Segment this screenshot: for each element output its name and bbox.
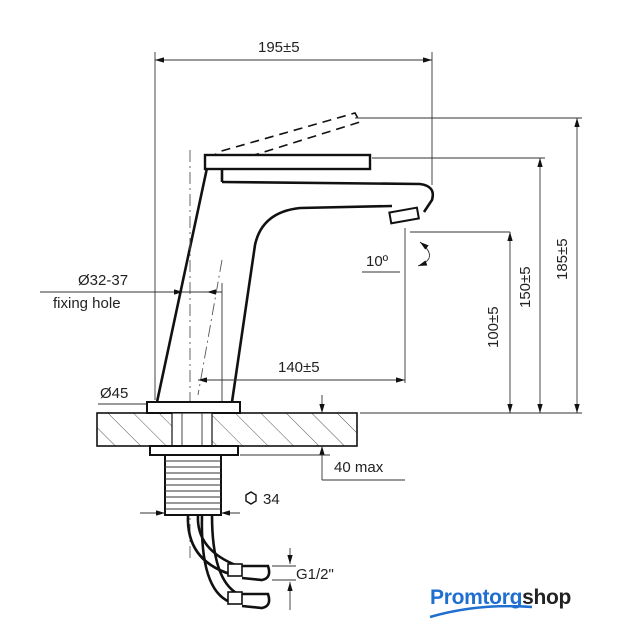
logo-part1: Promtorg	[430, 586, 523, 609]
base-diameter-label: Ø45	[100, 385, 128, 402]
hexagon-icon	[245, 491, 257, 505]
fixing-hole-label: fixing hole	[53, 295, 121, 312]
max-thickness-label: 40 max	[334, 459, 384, 476]
nut-size-dimension: 34	[140, 491, 280, 516]
reach-label: 140±5	[278, 359, 320, 376]
handle	[203, 153, 372, 171]
thread-dimension: G1/2"	[272, 548, 334, 610]
threaded-shank	[164, 454, 222, 516]
fixing-hole-dimension: Ø32-37 fixing hole	[40, 272, 223, 402]
logo-swoosh	[429, 605, 533, 619]
spout-height-label: 100±5	[485, 306, 502, 348]
nut-size-label: 34	[263, 491, 280, 508]
promtorgshop-logo: Promtorgshop	[430, 586, 571, 610]
base-plate	[146, 401, 241, 414]
thread-label: G1/2"	[296, 566, 334, 583]
width-dimension: 195±5	[154, 39, 433, 400]
faucet-body	[155, 167, 435, 403]
width-label: 195±5	[258, 39, 300, 56]
supply-hoses	[186, 514, 271, 610]
angle-dimension: 10º	[362, 231, 510, 273]
total-height-label: 185±5	[554, 238, 571, 280]
angle-label: 10º	[366, 253, 389, 270]
countertop	[96, 412, 358, 447]
nut	[149, 445, 239, 456]
height-dimensions: 100±5 150±5 185±5	[355, 117, 582, 414]
reach-dimension: 140±5	[198, 228, 406, 383]
thickness-dimension: 40 max	[240, 395, 405, 481]
lever-height-label: 150±5	[517, 266, 534, 308]
logo-part2: shop	[522, 586, 572, 609]
hole-diameter-label: Ø32-37	[78, 272, 128, 289]
aerator	[388, 206, 420, 225]
